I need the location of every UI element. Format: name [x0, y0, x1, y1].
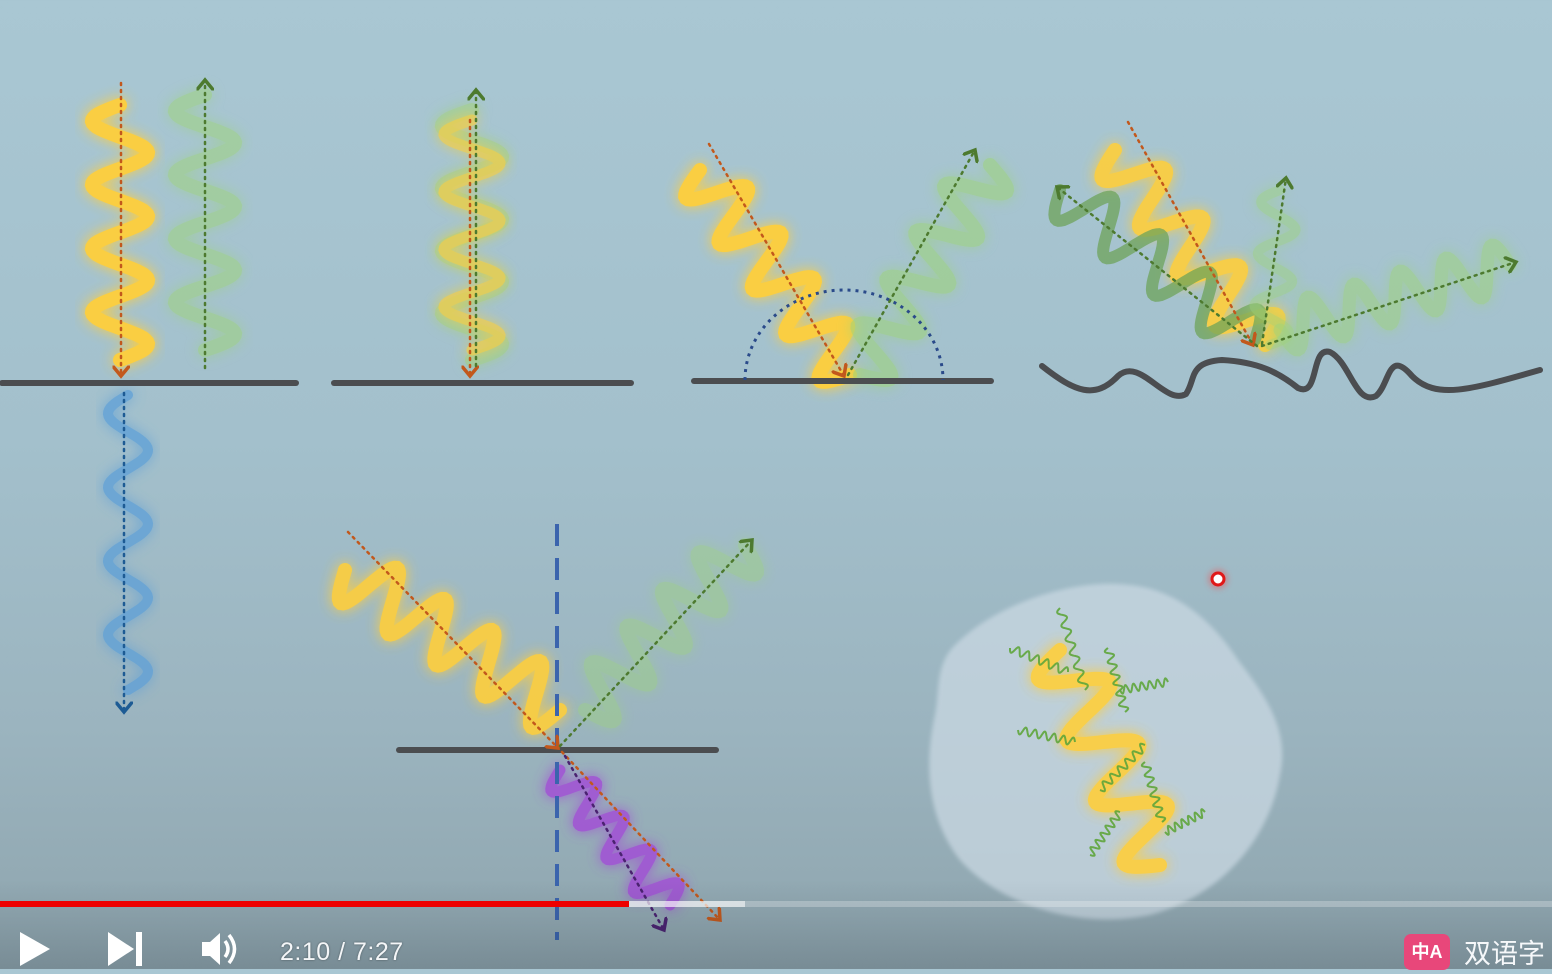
player-controls: 2:10 / 7:27 中A 双语字 [0, 918, 1552, 972]
rough-surface-line [1039, 348, 1543, 401]
reflected-wave-green-3 [850, 158, 1015, 388]
subtitle-label: 双语字 [1464, 939, 1545, 969]
time-display: 2:10 / 7:27 [280, 938, 404, 967]
volume-icon [202, 933, 237, 965]
incident-arrow-3 [707, 142, 844, 376]
translate-icon: 中A [1404, 933, 1450, 970]
incident-arrow-4 [1126, 120, 1253, 345]
bilingual-subtitle-button[interactable]: 中A 双语字 [1404, 932, 1545, 972]
laser-pointer-dot [1210, 571, 1226, 587]
reflected-wave-green [167, 88, 243, 357]
incident-wave-yellow-2 [438, 114, 506, 356]
reflected-wave-green-5 [578, 538, 765, 729]
scattered-squiggle [1056, 607, 1089, 691]
scattered-squiggle [1103, 647, 1130, 713]
scattered-squiggle [1089, 810, 1121, 857]
scattered-squiggle [1017, 726, 1076, 746]
scattered-wave-light-green-right [1273, 238, 1517, 357]
play-button[interactable] [12, 928, 60, 968]
scattered-squiggle [1140, 761, 1167, 823]
volume-button[interactable] [198, 928, 246, 968]
scattered-arrow-right [1260, 262, 1516, 348]
scattered-arrow-left [1057, 187, 1259, 348]
play-icon [20, 932, 50, 966]
progress-played [0, 901, 629, 907]
incident-wave-yellow-3 [678, 163, 857, 389]
incident-wave-yellow-5 [331, 560, 567, 735]
scattered-wave-dark-green [1048, 184, 1267, 346]
scattered-squiggle [1119, 677, 1169, 695]
scattered-squiggle [1009, 646, 1069, 674]
scattered-wave-light-green-up [1249, 185, 1301, 350]
scattered-squiggle [1099, 742, 1146, 793]
next-button[interactable] [104, 928, 152, 968]
particle-blob [929, 583, 1283, 920]
time-separator: / [330, 938, 354, 966]
incident-wave-inside-particle [1030, 643, 1175, 874]
transmitted-wave-purple [545, 764, 685, 911]
angle-arc [743, 288, 945, 381]
incident-arrow-5 [346, 530, 558, 748]
skip-next-icon [108, 932, 142, 966]
reflected-arrow-3 [846, 150, 975, 377]
progress-bar[interactable] [0, 901, 1552, 907]
duration: 7:27 [353, 938, 404, 966]
transmitted-wave-blue [102, 390, 154, 695]
scattered-squiggle [1164, 808, 1206, 836]
incident-continuation-arrow [560, 750, 720, 920]
reflected-arrow-5 [558, 540, 752, 748]
current-time: 2:10 [280, 938, 331, 966]
scattered-arrow-up [1260, 178, 1286, 346]
